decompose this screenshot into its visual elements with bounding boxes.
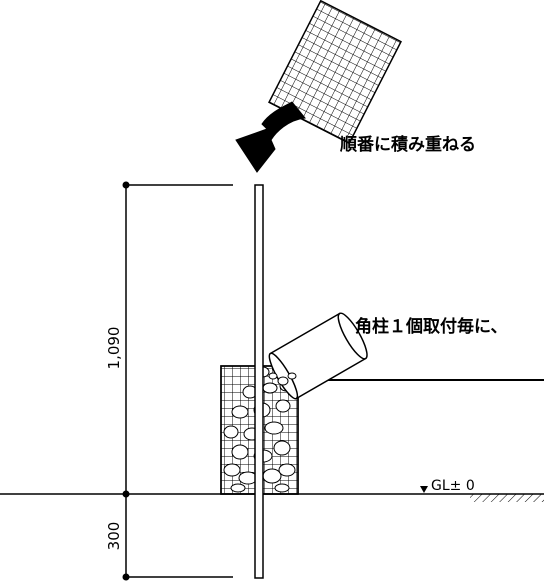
stack-instruction-label: 順番に積み重ねる xyxy=(340,134,476,155)
height-dimension-label: 1,090 xyxy=(105,327,123,370)
ground-hatch xyxy=(470,494,544,502)
dimension-lines xyxy=(125,184,233,578)
dimension-dot-top xyxy=(122,181,130,189)
falling-stones xyxy=(268,372,297,386)
dimension-dot-bottom xyxy=(122,573,130,581)
placement-arrow-icon xyxy=(235,101,306,173)
gl-marker-icon xyxy=(420,486,428,493)
depth-dimension-label: 300 xyxy=(105,522,123,551)
gl-label: GL± 0 xyxy=(431,478,475,494)
square-post xyxy=(254,184,264,579)
per-post-instruction-label: 角柱１個取付毎に、 xyxy=(355,316,508,337)
mesh-panel-falling xyxy=(268,0,402,145)
